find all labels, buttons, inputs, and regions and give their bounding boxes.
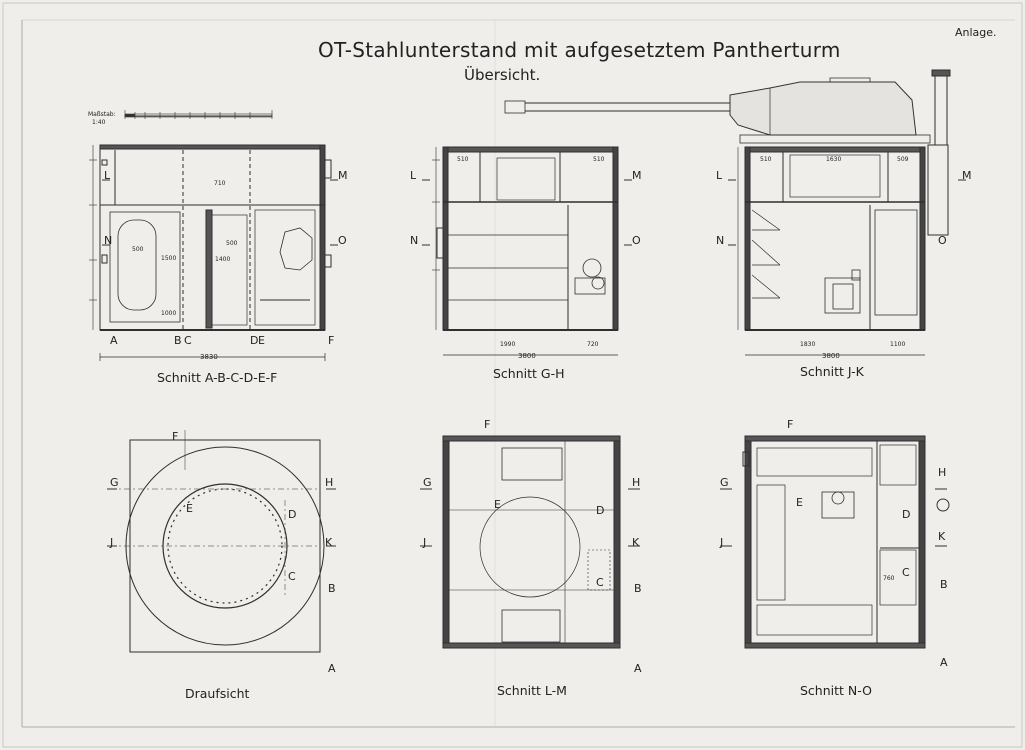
mark-a-1: A xyxy=(110,334,118,347)
dim-abc-w2: 500 xyxy=(226,240,238,247)
mark-c-1: C xyxy=(184,334,192,347)
dim-gh-bottom-right: 720 xyxy=(587,341,599,348)
mark-b-5: B xyxy=(634,582,642,595)
mark-a-6: A xyxy=(940,656,948,669)
caption-section-abcdef: Schnitt A-B-C-D-E-F xyxy=(157,370,278,385)
caption-section-no: Schnitt N-O xyxy=(800,683,872,698)
drawing-subtitle: Übersicht. xyxy=(464,66,541,84)
mark-k-6: K xyxy=(938,530,946,543)
scale-label: Maßstab: xyxy=(88,111,116,118)
dim-abc-h4: 710 xyxy=(214,180,226,187)
dim-no-1: 760 xyxy=(883,575,895,582)
mark-b-4: B xyxy=(328,582,336,595)
caption-section-jk: Schnitt J-K xyxy=(800,364,864,379)
dim-gh-top-right: 510 xyxy=(593,156,605,163)
mark-e-6: E xyxy=(796,496,803,509)
mark-a-4: A xyxy=(328,662,336,675)
mark-f-1: F xyxy=(328,334,335,347)
section-no-drawing xyxy=(742,435,950,649)
mark-f-6: F xyxy=(787,418,794,431)
plan-view-drawing xyxy=(110,430,325,653)
scale-bar xyxy=(124,110,273,119)
mark-c-5: C xyxy=(596,576,604,589)
mark-j-4: J xyxy=(110,536,114,549)
mark-c-6: C xyxy=(902,566,910,579)
dim-abc-door: 500 xyxy=(132,246,144,253)
mark-e-1: E xyxy=(258,334,265,347)
dim-jk-bottom-right: 1100 xyxy=(890,341,906,348)
caption-section-lm: Schnitt L-M xyxy=(497,683,567,698)
mark-d-6: D xyxy=(902,508,911,521)
dim-width-gh: 3800 xyxy=(518,352,536,360)
mark-o-2: O xyxy=(632,234,641,247)
dim-abc-h1: 1500 xyxy=(161,255,177,262)
caption-section-gh: Schnitt G-H xyxy=(493,366,565,381)
mark-e-4: E xyxy=(186,502,193,515)
mark-m-3: M xyxy=(962,169,972,182)
mark-j-5: J xyxy=(423,536,427,549)
mark-d-1: D xyxy=(250,334,259,347)
mark-d-4: D xyxy=(288,508,297,521)
mark-c-4: C xyxy=(288,570,296,583)
mark-l-3: L xyxy=(716,169,723,182)
section-lm-drawing xyxy=(442,435,621,649)
drawing-title: OT-Stahlunterstand mit aufgesetztem Pant… xyxy=(318,38,841,62)
section-mark-ticks xyxy=(102,179,966,547)
mark-o-1: O xyxy=(338,234,347,247)
dim-width-jk: 3800 xyxy=(822,352,840,360)
mark-b-1: B xyxy=(174,334,182,347)
dim-width-abcdef: 3830 xyxy=(200,353,218,361)
section-jk-drawing xyxy=(504,69,951,356)
mark-g-6: G xyxy=(720,476,729,489)
mark-k-4: K xyxy=(325,536,333,549)
mark-h-4: H xyxy=(325,476,334,489)
dim-jk-top-right: 509 xyxy=(897,156,909,163)
mark-n-1: N xyxy=(104,234,113,247)
mark-g-5: G xyxy=(423,476,432,489)
mark-d-5: D xyxy=(596,504,605,517)
annex-label: Anlage. xyxy=(955,26,997,39)
mark-l-2: L xyxy=(410,169,417,182)
mark-f-4: F xyxy=(172,430,179,443)
mark-n-3: N xyxy=(716,234,725,247)
mark-m-1: M xyxy=(338,169,348,182)
mark-j-6: J xyxy=(720,536,724,549)
dim-jk-bottom-mid: 1830 xyxy=(800,341,816,348)
section-abcdef-drawing xyxy=(89,144,332,361)
mark-k-5: K xyxy=(632,536,640,549)
section-gh-drawing xyxy=(432,146,619,356)
mark-b-6: B xyxy=(940,578,948,591)
mark-l-1: L xyxy=(104,169,111,182)
dim-jk-top-left: 510 xyxy=(760,156,772,163)
mark-f-5: F xyxy=(484,418,491,431)
mark-n-2: N xyxy=(410,234,419,247)
dim-gh-bottom-mid: 1990 xyxy=(500,341,516,348)
dim-jk-top-mid: 1630 xyxy=(826,156,842,163)
mark-m-2: M xyxy=(632,169,642,182)
mark-e-5: E xyxy=(494,498,501,511)
mark-g-4: G xyxy=(110,476,119,489)
mark-h-6: H xyxy=(938,466,947,479)
mark-o-3: O xyxy=(938,234,947,247)
mark-h-5: H xyxy=(632,476,641,489)
mark-a-5: A xyxy=(634,662,642,675)
scale-ratio: 1:40 xyxy=(92,119,106,126)
dim-abc-h3: 1400 xyxy=(215,256,231,263)
dim-gh-top-left: 510 xyxy=(457,156,469,163)
caption-plan: Draufsicht xyxy=(185,686,250,701)
dim-abc-h2: 1000 xyxy=(161,310,177,317)
